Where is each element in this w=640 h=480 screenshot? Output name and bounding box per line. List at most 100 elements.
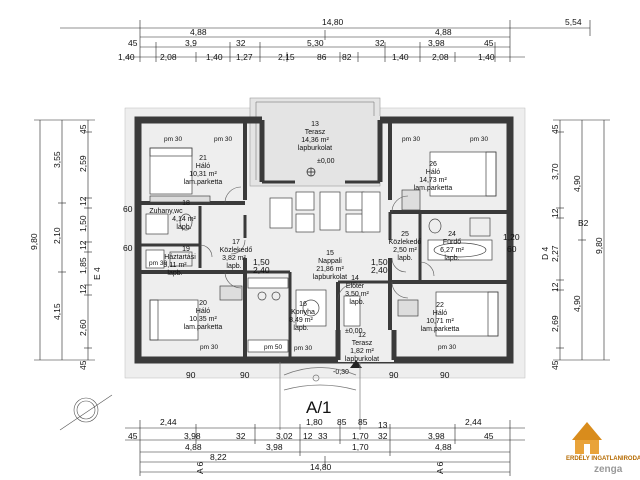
svg-text:22: 22 bbox=[436, 302, 444, 309]
dim-left-b: 3,55 bbox=[52, 151, 62, 168]
north-arrow-icon bbox=[59, 394, 113, 431]
section-title: A/1 bbox=[306, 398, 332, 417]
dim-left-a: 12 bbox=[78, 196, 88, 206]
svg-text:Fürdő: Fürdő bbox=[443, 239, 461, 246]
window-pm: pm 50 bbox=[264, 344, 282, 351]
dim-overall-bottom: 14,80 bbox=[310, 462, 332, 472]
dim-left-b: 4,15 bbox=[52, 303, 62, 320]
svg-text:26: 26 bbox=[429, 161, 437, 168]
level-entry: ±0,00 bbox=[345, 328, 363, 335]
dim-left-a: 1,85 bbox=[78, 257, 88, 274]
dim-left-a: 2,59 bbox=[78, 155, 88, 172]
dim-bot-r2: 45 bbox=[128, 431, 138, 441]
dim-top-r3: 86 bbox=[317, 52, 327, 62]
dim-right-extra: 5,54 bbox=[565, 17, 582, 27]
svg-text:10,35 m²: 10,35 m² bbox=[189, 316, 217, 323]
dim-left-a: 2,60 bbox=[78, 319, 88, 336]
dim-right-a: 12 bbox=[550, 208, 560, 218]
room-14: 14 Előtér 3,50 m² lapb. bbox=[345, 275, 369, 306]
svg-text:lam.parketta: lam.parketta bbox=[414, 185, 453, 192]
dim-bot-r2: 3,98 bbox=[184, 431, 201, 441]
dim-top-r2: 3,9 bbox=[185, 38, 197, 48]
dim-top-r3: 1,27 bbox=[236, 52, 253, 62]
svg-text:lapb.: lapb. bbox=[444, 255, 459, 262]
window-h: 90 bbox=[186, 370, 196, 380]
left-dimensions bbox=[34, 119, 95, 361]
svg-text:Zuhany,wc: Zuhany,wc bbox=[149, 208, 183, 215]
level-interior: ±0,00 bbox=[317, 158, 335, 165]
svg-text:Háztartási: Háztartási bbox=[164, 254, 196, 261]
window-h: 2,40 bbox=[253, 265, 270, 275]
window-h: 90 bbox=[240, 370, 250, 380]
svg-text:lapburkolat: lapburkolat bbox=[345, 356, 379, 363]
dim-right-a: 12 bbox=[550, 282, 560, 292]
room-26: 26 Háló 14,73 m² lam.parketta bbox=[414, 161, 453, 192]
dim-bot-r1: 85 bbox=[337, 417, 347, 427]
dim-top-r2: 45 bbox=[128, 38, 138, 48]
agency-logo-text: ERDÉLY INGATLANIRODA bbox=[566, 454, 640, 462]
doors bbox=[199, 186, 435, 301]
dim-bot-r2: 45 bbox=[484, 431, 494, 441]
window-labels: pm 30 pm 30 pm 30 pm 30 pm 30 pm 30 pm 3… bbox=[123, 136, 520, 380]
dim-top-r3: 2,15 bbox=[278, 52, 295, 62]
svg-text:lam.parketta: lam.parketta bbox=[184, 324, 223, 331]
svg-text:19: 19 bbox=[182, 246, 190, 253]
room-20: 20 Háló 10,35 m² lam.parketta bbox=[184, 300, 223, 331]
dim-bot-r2: 33 bbox=[318, 431, 328, 441]
dim-bot-r1: 85 bbox=[358, 417, 368, 427]
svg-text:Terasz: Terasz bbox=[352, 340, 373, 347]
dim-top-r1-a: 4,88 bbox=[190, 27, 207, 37]
room-21: 21 Háló 10,31 m² lam.parketta bbox=[184, 155, 223, 186]
svg-text:14: 14 bbox=[351, 275, 359, 282]
dim-bot-r1: 2,44 bbox=[465, 417, 482, 427]
dim-bot-r2: 32 bbox=[236, 431, 246, 441]
svg-text:lapb.: lapb. bbox=[293, 325, 308, 332]
dim-bot-r2: 3,02 bbox=[276, 431, 293, 441]
dim-bot-r2: 1,70 bbox=[352, 431, 369, 441]
dim-bot-r2: 12 bbox=[303, 431, 313, 441]
section-marker-left: A 6 bbox=[195, 461, 205, 474]
level-outside: -0,30 bbox=[333, 369, 349, 376]
side-label-right: D 4 bbox=[540, 247, 550, 261]
dim-top-r2: 45 bbox=[484, 38, 494, 48]
svg-text:Háló: Háló bbox=[426, 169, 441, 176]
dim-left-a: 12 bbox=[78, 240, 88, 250]
svg-text:3,50 m²: 3,50 m² bbox=[345, 291, 369, 298]
window-h: 1,50 bbox=[253, 257, 270, 267]
dim-top-r3: 82 bbox=[342, 52, 352, 62]
svg-text:14,73 m²: 14,73 m² bbox=[419, 177, 447, 184]
room-15: 15 Nappali 21,86 m² lapburkolat bbox=[313, 250, 347, 281]
room-13: 13 Terasz 14,36 m² lapburkolat bbox=[298, 121, 332, 152]
svg-text:lapb.: lapb. bbox=[167, 270, 182, 277]
svg-text:Közlekedő: Közlekedő bbox=[389, 239, 422, 246]
svg-text:1,82 m²: 1,82 m² bbox=[350, 348, 374, 355]
dim-bot-r3: 3,98 bbox=[266, 442, 283, 452]
svg-text:Háló: Háló bbox=[196, 308, 211, 315]
window-h: 90 bbox=[440, 370, 450, 380]
room-17: 17 Közlekedő 3,82 m² lapb. bbox=[220, 239, 253, 270]
svg-text:18: 18 bbox=[182, 200, 190, 207]
svg-text:lapburkolat: lapburkolat bbox=[313, 274, 347, 281]
dim-right-a: 45 bbox=[550, 124, 560, 134]
dim-top-r3: 1,40 bbox=[392, 52, 409, 62]
svg-text:Nappali: Nappali bbox=[318, 258, 342, 265]
room-22: 22 Háló 10,71 m² lam.parketta bbox=[421, 302, 460, 333]
svg-text:lam.parketta: lam.parketta bbox=[184, 179, 223, 186]
svg-text:3,82 m²: 3,82 m² bbox=[222, 255, 246, 262]
section-marker-right: A 6 bbox=[435, 461, 445, 474]
dim-right-overall: 9,80 bbox=[594, 237, 604, 254]
svg-text:13: 13 bbox=[311, 121, 319, 128]
dim-top-r3: 1,40 bbox=[206, 52, 223, 62]
window-pm: pm 30 bbox=[149, 260, 167, 267]
svg-text:Előtér: Előtér bbox=[346, 283, 365, 290]
dim-left-overall: 9,80 bbox=[29, 233, 39, 250]
window-pm: pm 30 bbox=[438, 344, 456, 351]
svg-text:lapb.: lapb. bbox=[226, 263, 241, 270]
room-24: 24 Fürdő 6,27 m² lapb. bbox=[440, 231, 464, 262]
dim-right-a: 2,27 bbox=[550, 245, 560, 262]
window-h: 90 bbox=[389, 370, 399, 380]
dim-right-b: 4,90 bbox=[572, 295, 582, 312]
dim-top-r3: 1,40 bbox=[118, 52, 135, 62]
window-pm: pm 30 bbox=[164, 136, 182, 143]
